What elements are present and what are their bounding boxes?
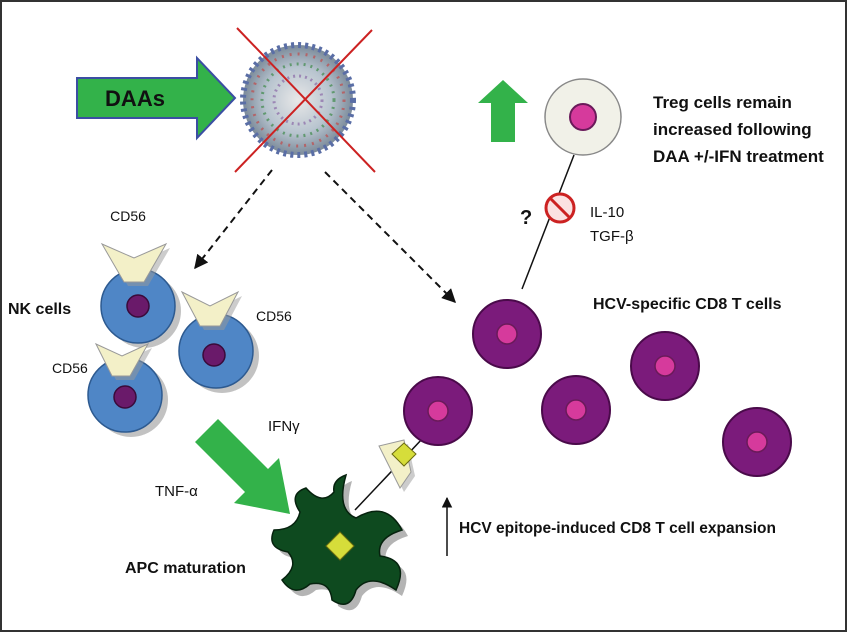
treg-suppression-line: [521, 154, 575, 290]
up-arrow-icon: [478, 80, 528, 142]
tcr-receptor: [378, 439, 417, 492]
virus-particle: [240, 42, 356, 158]
cd56-label-left: CD56: [52, 360, 88, 376]
cd8-expansion-label: HCV epitope-induced CD8 T cell expansion: [459, 520, 776, 537]
cytokine-tgfb: TGF-β: [590, 228, 634, 245]
ifn-gamma-label: IFNγ: [268, 418, 300, 435]
cytokine-arrow-to-apc: [195, 419, 290, 514]
block-cross-icon: [234, 27, 376, 173]
question-mark: ?: [520, 207, 532, 229]
nk-cell: [178, 290, 259, 393]
nk-cell: [100, 242, 181, 348]
cd8-t-cell: [630, 331, 700, 401]
daas-arrow: DAAs: [76, 55, 237, 141]
cd56-label-right: CD56: [256, 308, 292, 324]
tnf-alpha-label: TNF-α: [155, 483, 198, 500]
apc-maturation-label: APC maturation: [125, 560, 246, 577]
treg-cell: [544, 78, 622, 156]
treg-text-line1: Treg cells remain: [653, 93, 792, 112]
cd8-t-cell: [403, 376, 473, 446]
daas-label: DAAs: [105, 86, 165, 111]
apc-cell: [271, 473, 408, 611]
cd8-t-cell: [472, 299, 542, 369]
cd8-t-cell: [722, 407, 792, 477]
cd56-label-top: CD56: [110, 208, 146, 224]
inhibition-icon: [544, 192, 576, 224]
treg-text-line3: DAA +/-IFN treatment: [653, 147, 824, 166]
nk-cells-label: NK cells: [8, 301, 71, 318]
cd8-t-cell: [541, 375, 611, 445]
cytokine-il10: IL-10: [590, 204, 624, 221]
dashed-arrow-to-nk: [194, 169, 273, 270]
dashed-arrow-to-cd8: [324, 171, 456, 303]
nk-cell: [87, 342, 168, 437]
cd8-cells-label: HCV-specific CD8 T cells: [593, 296, 782, 313]
treg-text-line2: increased following: [653, 120, 812, 139]
